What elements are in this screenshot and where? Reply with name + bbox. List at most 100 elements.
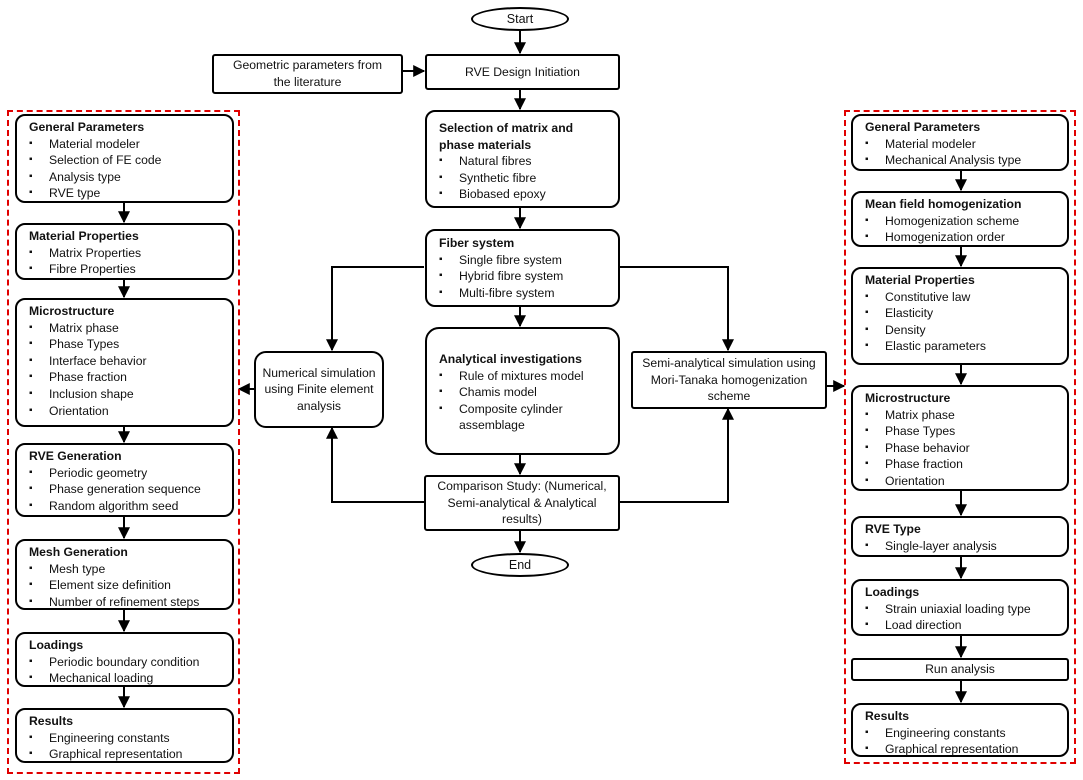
left-box-material-properties: Material PropertiesMatrix PropertiesFibr… [15,223,234,280]
section-title: Run analysis [925,662,995,677]
list-item: Random algorithm seed [29,498,222,515]
right-panel-frame [844,110,1076,764]
list-item: Inclusion shape [29,386,222,403]
section-title: General Parameters [865,120,981,134]
left-box-microstructure: MicrostructureMatrix phasePhase TypesInt… [15,298,234,427]
semi-analytical-box: Semi-analytical simulation using Mori-Ta… [631,351,827,409]
list-item: Periodic geometry [29,465,222,482]
list-item: Natural fibres [439,153,608,170]
list-item: Orientation [29,403,222,420]
section-list: Homogenization schemeHomogenization orde… [865,213,1057,246]
section-title: RVE Type [865,522,921,536]
list-item: Phase behavior [865,440,1057,457]
section-title: General Parameters [29,120,145,134]
section-list: Constitutive lawElasticityDensityElastic… [865,289,1057,355]
left-panel-frame [7,110,240,774]
section-title: Mean field homogenization [865,197,1022,211]
list-item: Rule of mixtures model [439,368,608,385]
list-item: Elastic parameters [865,338,1057,355]
right-box-mean-field-homogenization: Mean field homogenizationHomogenization … [851,191,1069,247]
list-item: RVE type [29,185,222,202]
list-item: Mesh type [29,561,222,578]
list-item: Elasticity [865,305,1057,322]
list-item: Mechanical loading [29,670,222,687]
list-item: Phase Types [865,423,1057,440]
section-title: Microstructure [29,304,115,318]
list-item: Phase fraction [865,456,1057,473]
numerical-simulation-box: Numerical simulation using Finite elemen… [254,351,384,428]
arrow-fiber-to-numerical [326,266,424,352]
list-item: Element size definition [29,577,222,594]
list-item: Synthetic fibre [439,170,608,187]
list-item: Material modeler [865,136,1057,153]
section-list: Engineering constantsGraphical represent… [29,730,222,763]
analytical-list: Rule of mixtures model Chamis model Comp… [439,368,608,434]
analytical-title: Analytical investigations [439,352,582,366]
list-item: Composite cylinder assemblage [439,401,608,434]
rve-design-box: RVE Design Initiation [425,54,620,90]
section-title: Results [865,709,910,723]
section-list: Strain uniaxial loading typeLoad directi… [865,601,1057,634]
list-item: Phase fraction [29,369,222,386]
list-item: Mechanical Analysis type [865,152,1057,169]
section-list: Mesh typeElement size definitionNumber o… [29,561,222,611]
section-list: Matrix phasePhase TypesPhase behaviorPha… [865,407,1057,490]
fiber-system-list: Single fibre system Hybrid fibre system … [439,252,608,302]
left-box-loadings: LoadingsPeriodic boundary conditionMecha… [15,632,234,687]
start-node: Start [471,7,569,31]
right-box-microstructure: MicrostructureMatrix phasePhase TypesPha… [851,385,1069,491]
list-item: Material modeler [29,136,222,153]
numerical-simulation-label: Numerical simulation using Finite elemen… [262,365,376,413]
section-list: Single-layer analysis [865,538,1057,555]
selection-title: Selection of matrix and phase materials [439,121,574,152]
list-item: Matrix phase [865,407,1057,424]
section-title: Material Properties [29,229,139,243]
left-box-mesh-generation: Mesh GenerationMesh typeElement size def… [15,539,234,610]
list-item: Strain uniaxial loading type [865,601,1057,618]
section-list: Matrix PropertiesFibre Properties [29,245,222,278]
analytical-investigations-box: Analytical investigations Rule of mixtur… [425,327,620,455]
arrow-fiber-to-semi [620,266,734,352]
right-box-general-parameters: General ParametersMaterial modelerMechan… [851,114,1069,171]
left-box-general-parameters: General ParametersMaterial modelerSelect… [15,114,234,203]
list-item: Matrix Properties [29,245,222,262]
list-item: Periodic boundary condition [29,654,222,671]
section-title: Material Properties [865,273,975,287]
list-item: Interface behavior [29,353,222,370]
list-item: Matrix phase [29,320,222,337]
section-title: Microstructure [865,391,951,405]
left-box-rve-generation: RVE GenerationPeriodic geometryPhase gen… [15,443,234,517]
list-item: Homogenization scheme [865,213,1057,230]
geometric-parameters-label: Geometric parameters from the literature [233,58,382,89]
selection-list: Natural fibres Synthetic fibre Biobased … [439,153,608,203]
list-item: Graphical representation [865,741,1057,758]
section-title: RVE Generation [29,449,122,463]
list-item: Constitutive law [865,289,1057,306]
list-item: Load direction [865,617,1057,634]
section-list: Periodic geometryPhase generation sequen… [29,465,222,515]
section-list: Engineering constantsGraphical represent… [865,725,1057,758]
geometric-parameters-box: Geometric parameters from the literature [212,54,403,94]
list-item: Engineering constants [29,730,222,747]
fiber-system-title: Fiber system [439,236,515,250]
list-item: Phase Types [29,336,222,353]
list-item: Hybrid fibre system [439,268,608,285]
semi-analytical-label: Semi-analytical simulation using Mori-Ta… [642,356,816,404]
comparison-study-label: Comparison Study: (Numerical, Semi-analy… [437,479,607,527]
list-item: Chamis model [439,384,608,401]
section-list: Matrix phasePhase TypesInterface behavio… [29,320,222,420]
section-list: Material modelerSelection of FE codeAnal… [29,136,222,202]
right-box-run-analysis: Run analysis [851,658,1069,681]
list-item: Homogenization order [865,229,1057,246]
list-item: Phase generation sequence [29,481,222,498]
right-box-material-properties: Material PropertiesConstitutive lawElast… [851,267,1069,365]
arrow-comparison-to-numerical [326,426,424,503]
right-box-loadings: LoadingsStrain uniaxial loading typeLoad… [851,579,1069,636]
list-item: Single-layer analysis [865,538,1057,555]
section-title: Results [29,714,74,728]
fiber-system-box: Fiber system Single fibre system Hybrid … [425,229,620,307]
list-item: Graphical representation [29,746,222,763]
end-node: End [471,553,569,577]
list-item: Selection of FE code [29,152,222,169]
